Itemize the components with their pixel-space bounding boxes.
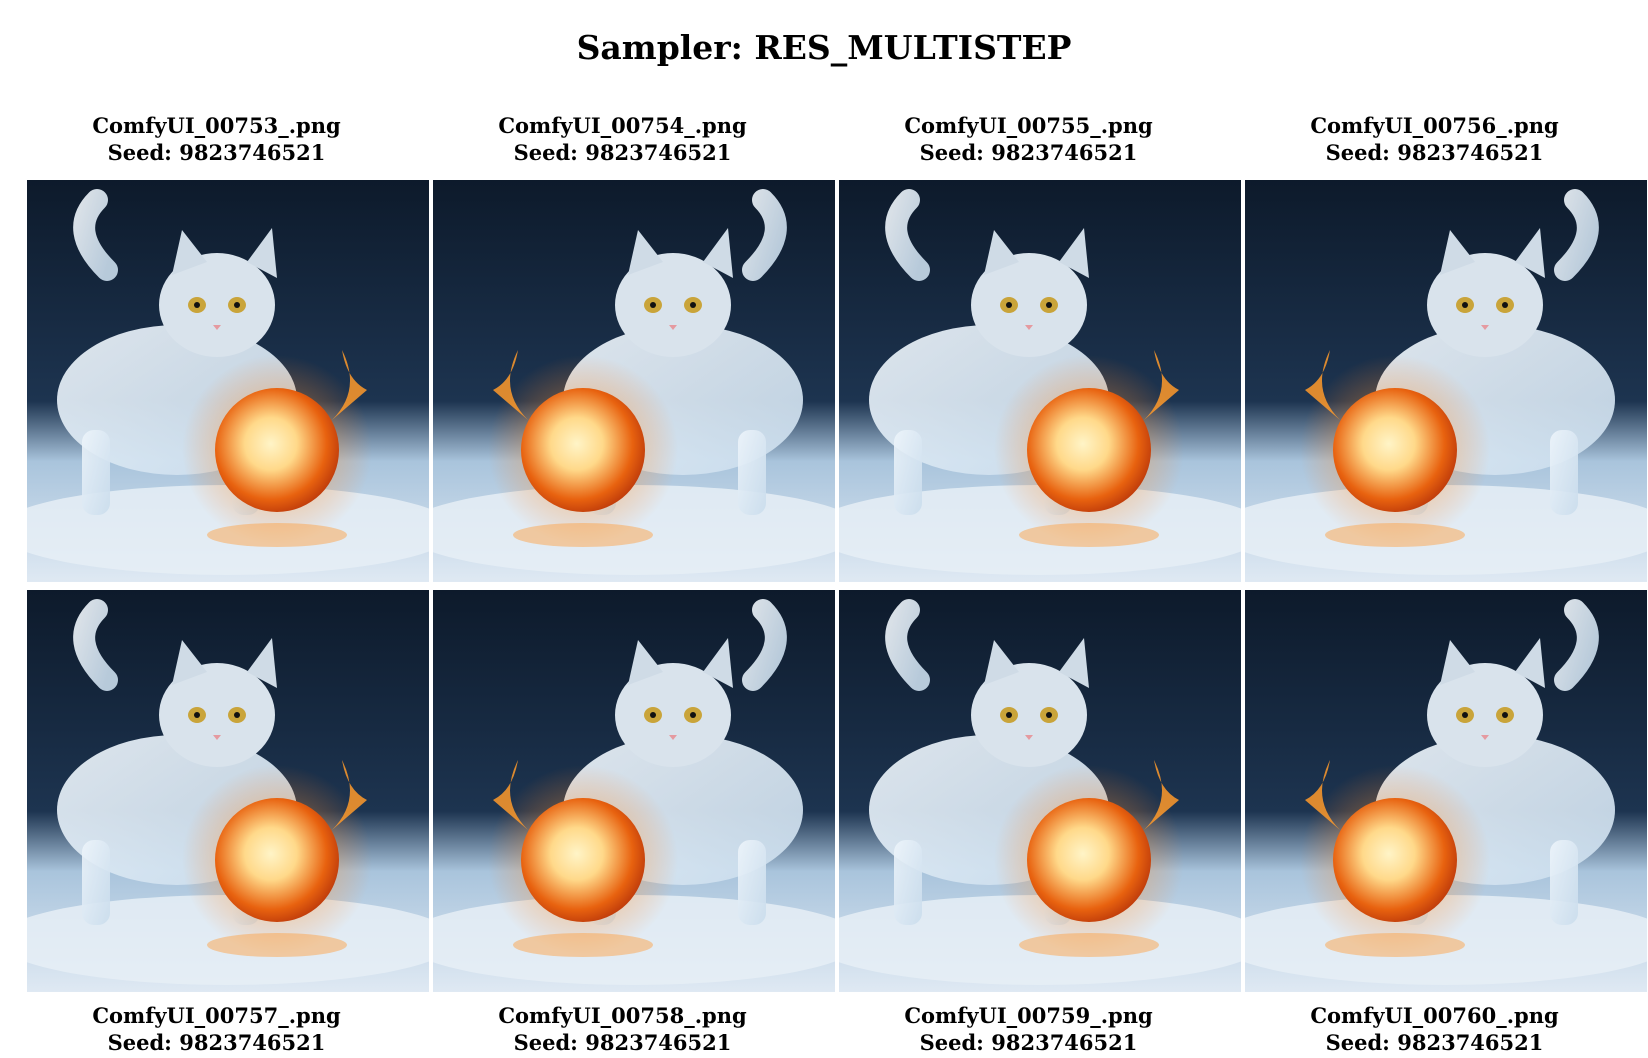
cat-head xyxy=(615,228,733,357)
image-cell[interactable] xyxy=(433,590,835,992)
image-cell[interactable] xyxy=(1245,590,1647,992)
seed-label: Seed: 9823746521 xyxy=(513,1030,732,1055)
fireball xyxy=(1027,798,1151,922)
image-cell[interactable] xyxy=(27,590,429,992)
filename-label: ComfyUI_00754_.png xyxy=(498,113,747,138)
filename-label: ComfyUI_00753_.png xyxy=(92,113,341,138)
caption-bottom-1: ComfyUI_00757_.png Seed: 9823746521 xyxy=(14,1002,419,1056)
filename-label: ComfyUI_00759_.png xyxy=(904,1003,1153,1028)
cat-head xyxy=(615,638,733,767)
caption-top-1: ComfyUI_00753_.png Seed: 9823746521 xyxy=(14,112,419,166)
page-title: Sampler: RES_MULTISTEP xyxy=(576,28,1072,67)
cat-head xyxy=(1427,638,1545,767)
cat-head xyxy=(159,638,277,767)
filename-label: ComfyUI_00760_.png xyxy=(1310,1003,1559,1028)
image-cell[interactable] xyxy=(839,590,1241,992)
caption-top-4: ComfyUI_00756_.png Seed: 9823746521 xyxy=(1232,112,1637,166)
caption-top-2: ComfyUI_00754_.png Seed: 9823746521 xyxy=(420,112,825,166)
filename-label: ComfyUI_00755_.png xyxy=(904,113,1153,138)
seed-label: Seed: 9823746521 xyxy=(513,140,732,165)
cat-head xyxy=(971,228,1089,357)
caption-bottom-4: ComfyUI_00760_.png Seed: 9823746521 xyxy=(1232,1002,1637,1056)
fireball xyxy=(215,388,339,512)
seed-label: Seed: 9823746521 xyxy=(919,140,1138,165)
seed-label: Seed: 9823746521 xyxy=(1325,140,1544,165)
seed-label: Seed: 9823746521 xyxy=(919,1030,1138,1055)
image-cell[interactable] xyxy=(27,180,429,582)
caption-bottom-3: ComfyUI_00759_.png Seed: 9823746521 xyxy=(826,1002,1231,1056)
cat-head xyxy=(1427,228,1545,357)
filename-label: ComfyUI_00757_.png xyxy=(92,1003,341,1028)
seed-label: Seed: 9823746521 xyxy=(1325,1030,1544,1055)
image-cell[interactable] xyxy=(1245,180,1647,582)
filename-label: ComfyUI_00758_.png xyxy=(498,1003,747,1028)
filename-label: ComfyUI_00756_.png xyxy=(1310,113,1559,138)
cat-head xyxy=(159,228,277,357)
seed-label: Seed: 9823746521 xyxy=(107,140,326,165)
seed-label: Seed: 9823746521 xyxy=(107,1030,326,1055)
fireball xyxy=(1333,388,1457,512)
caption-bottom-2: ComfyUI_00758_.png Seed: 9823746521 xyxy=(420,1002,825,1056)
caption-top-3: ComfyUI_00755_.png Seed: 9823746521 xyxy=(826,112,1231,166)
fireball xyxy=(215,798,339,922)
image-cell[interactable] xyxy=(839,180,1241,582)
image-cell[interactable] xyxy=(433,180,835,582)
fireball xyxy=(1027,388,1151,512)
fireball xyxy=(1333,798,1457,922)
fireball xyxy=(521,388,645,512)
fireball xyxy=(521,798,645,922)
cat-head xyxy=(971,638,1089,767)
